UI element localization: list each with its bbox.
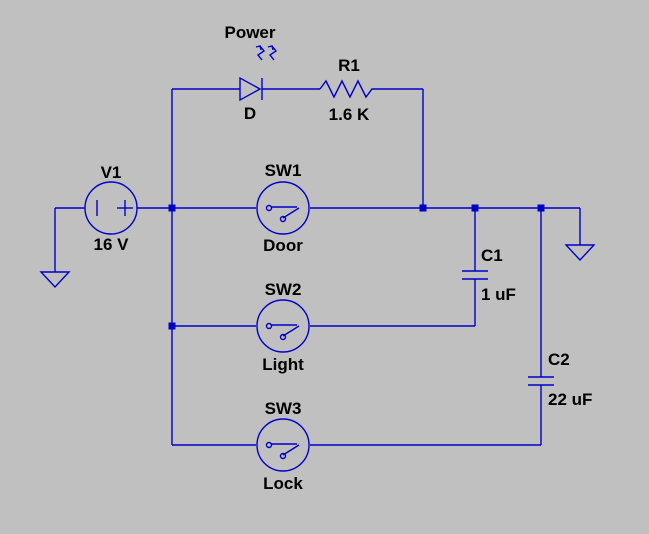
junction-dots (168, 204, 545, 330)
v1-value-label: 16 V (94, 235, 130, 254)
c2-ref-label: C2 (548, 350, 570, 369)
c2-value-label: 22 uF (548, 390, 592, 409)
capacitor-c2[interactable] (528, 376, 554, 386)
ground-symbol-left (39, 271, 71, 289)
sw1-value-label: Door (263, 236, 303, 255)
capacitor-c1[interactable] (462, 270, 488, 280)
c1-ref-label: C1 (481, 246, 503, 265)
c1-value-label: 1 uF (481, 285, 516, 304)
sw3-value-label: Lock (263, 474, 303, 493)
junction-dot (168, 204, 176, 212)
switch-sw1[interactable] (256, 181, 310, 235)
v1-ref-label: V1 (101, 163, 122, 182)
r1-ref-label: R1 (338, 56, 360, 75)
sw2-value-label: Light (262, 355, 304, 374)
voltage-source-v1[interactable] (84, 181, 138, 235)
junction-dot (471, 204, 479, 212)
switch-sw3[interactable] (256, 418, 310, 472)
led-d[interactable] (239, 76, 263, 102)
switch-sw2[interactable] (256, 299, 310, 353)
sw3-ref-label: SW3 (265, 399, 302, 418)
ground-symbol-right (564, 244, 596, 262)
junction-dot (419, 204, 427, 212)
junction-dot (168, 322, 176, 330)
resistor-r1[interactable] (319, 79, 378, 99)
junction-dot (537, 204, 545, 212)
led-ref-label: D (244, 104, 256, 123)
r1-value-label: 1.6 K (329, 105, 370, 124)
sw1-ref-label: SW1 (265, 161, 302, 180)
led-light-arrows-icon (255, 45, 278, 61)
sw2-ref-label: SW2 (265, 280, 302, 299)
led-label: Power (224, 23, 275, 42)
wires (54, 88, 581, 446)
